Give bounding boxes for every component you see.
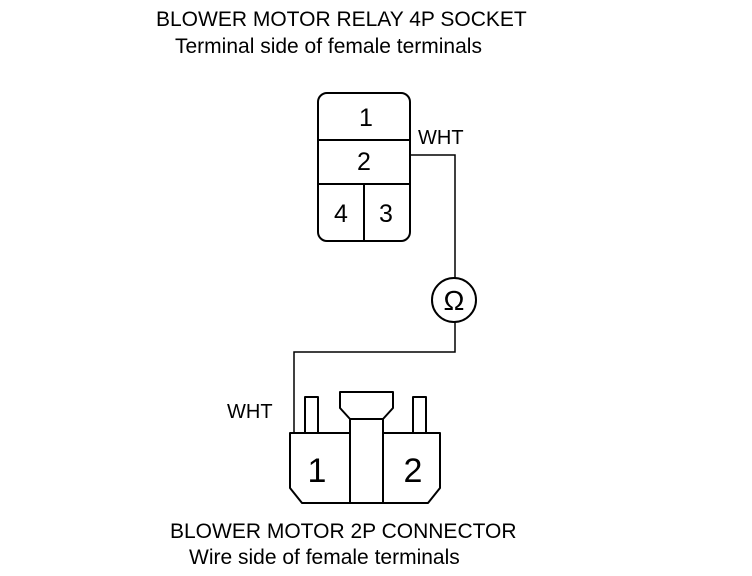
relay-socket-subtitle: Terminal side of female terminals <box>175 35 482 58</box>
motor-terminal-post-left <box>304 396 319 436</box>
relay-terminal-3: 3 <box>379 200 393 228</box>
relay-wire-label: WHT <box>418 127 464 149</box>
motor-center-channel <box>349 418 384 504</box>
motor-terminal-post-right <box>412 396 427 436</box>
test-wires <box>293 154 456 433</box>
ohmmeter: Ω <box>431 277 477 323</box>
relay-socket-title: BLOWER MOTOR RELAY 4P SOCKET <box>156 8 527 31</box>
relay-terminal-1: 1 <box>359 104 373 132</box>
motor-terminal-1: 1 <box>308 452 327 490</box>
ohmmeter-circle <box>431 277 477 323</box>
motor-lock-tab <box>339 391 394 420</box>
relay-socket <box>317 92 411 242</box>
relay-terminal-4: 4 <box>334 200 348 228</box>
relay-terminal-2: 2 <box>357 148 371 176</box>
wire-ohmmeter-to-motor <box>293 322 456 433</box>
wire-relay-to-ohmmeter <box>411 154 456 278</box>
motor-wire-label: WHT <box>227 401 273 423</box>
motor-terminal-2: 2 <box>404 452 423 490</box>
motor-connector-subtitle: Wire side of female terminals <box>189 546 460 569</box>
motor-connector <box>289 391 441 504</box>
ohm-symbol: Ω <box>444 285 465 316</box>
motor-connector-title: BLOWER MOTOR 2P CONNECTOR <box>170 520 517 543</box>
